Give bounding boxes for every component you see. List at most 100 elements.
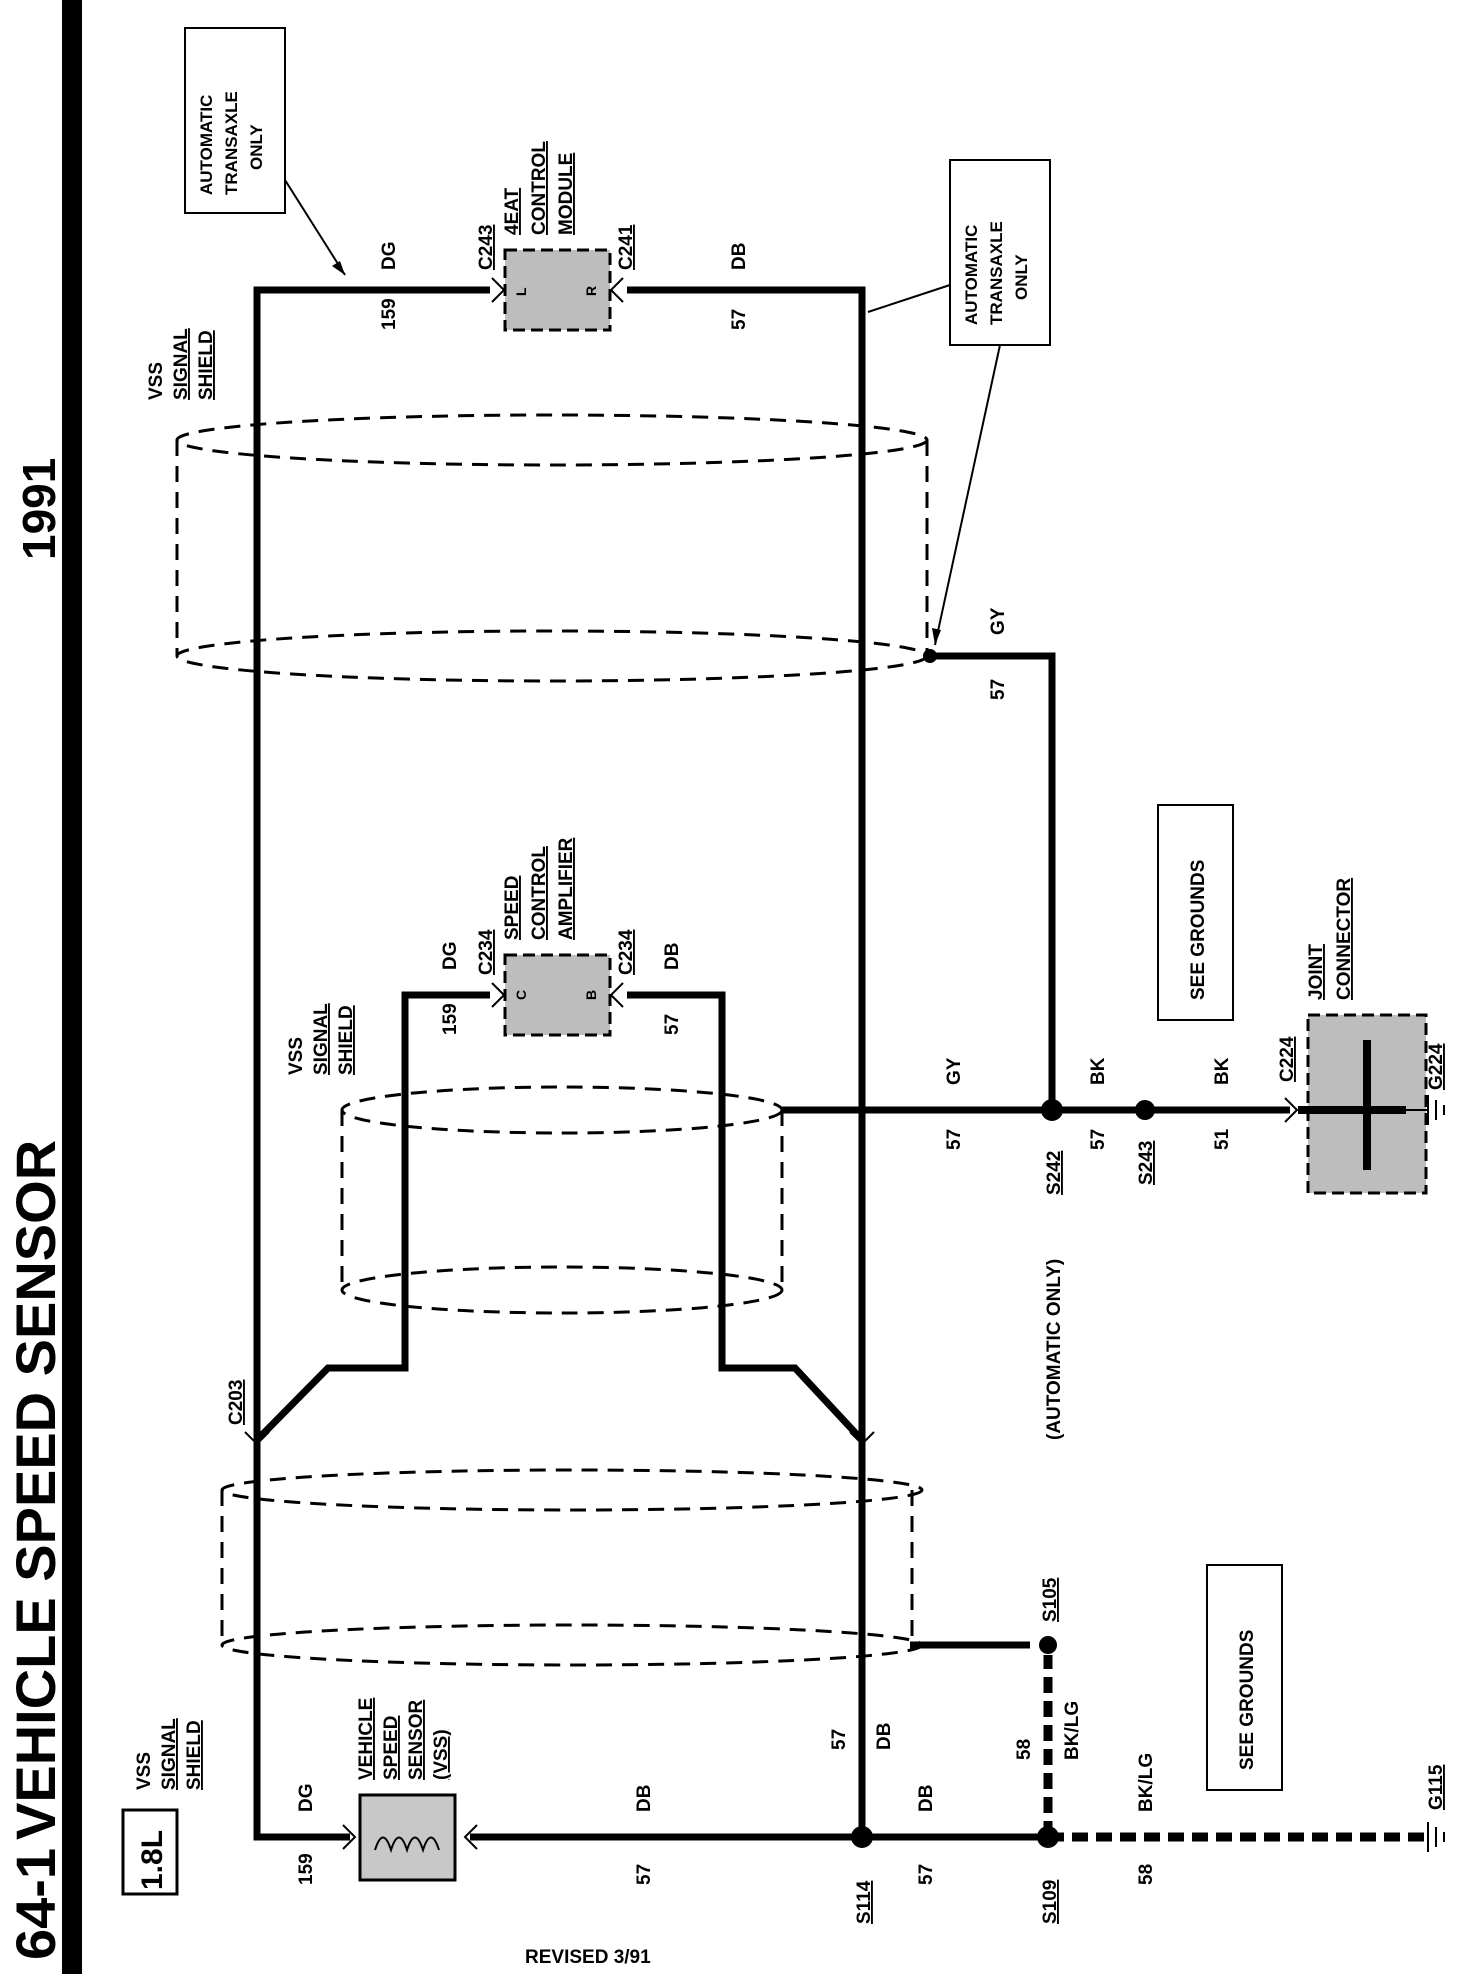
s243-splice-dot [1135, 1100, 1155, 1120]
wire-label-57-module: 57 [729, 309, 750, 330]
note-automatic-only-1: AUTOMATIC TRANSAXLE ONLY [184, 27, 346, 276]
svg-text:VSS: VSS [146, 362, 167, 400]
svg-text:(VSS): (VSS) [431, 1729, 452, 1780]
amplifier-label: SPEED CONTROL AMPLIFIER [502, 837, 577, 940]
label-c234-right: C234 [616, 929, 637, 975]
wire-label-gy-upper: GY [988, 607, 1009, 635]
svg-text:SEE GROUNDS: SEE GROUNDS [1188, 860, 1209, 1000]
shield-middle [340, 1085, 784, 1315]
wire-label-bklg-vert: BK/LG [1062, 1701, 1083, 1760]
svg-text:CONTROL: CONTROL [529, 846, 550, 940]
page-number: 64-1 [4, 1848, 67, 1960]
shield-upper [175, 413, 929, 683]
wire-159-amplifier [254, 991, 490, 1443]
wire-label-57-gy-upper: 57 [988, 679, 1009, 700]
svg-text:VEHICLE: VEHICLE [356, 1698, 377, 1780]
wire-label-bk-2: BK [1212, 1057, 1233, 1085]
wire-label-57-vss: 57 [634, 1864, 655, 1885]
label-g224: G224 [1426, 1043, 1447, 1090]
wire-label-dg-module: DG [379, 242, 400, 271]
wire-label-bk-1: BK [1088, 1057, 1109, 1085]
wire-label-dg-vss: DG [296, 1784, 317, 1813]
c203-connector-symbol [244, 1431, 875, 1446]
vss-coil-icon [374, 1836, 440, 1854]
s105-splice-dot [1039, 1636, 1057, 1654]
wire-label-db-module: DB [729, 243, 750, 270]
svg-text:MODULE: MODULE [556, 153, 577, 235]
svg-text:AMPLIFIER: AMPLIFIER [556, 837, 577, 940]
svg-text:AUTOMATIC: AUTOMATIC [197, 95, 216, 195]
svg-text:VSS: VSS [134, 1752, 155, 1790]
svg-text:CONTROL: CONTROL [529, 141, 550, 235]
wire-label-db-s109: DB [916, 1785, 937, 1812]
note-see-grounds-2: SEE GROUNDS [1206, 1564, 1283, 1791]
wire-label-57-gy-mid: 57 [944, 1129, 965, 1150]
label-s105: S105 [1040, 1577, 1061, 1622]
engine-box [121, 1808, 179, 1896]
amplifier-pin-c: C [513, 990, 529, 1000]
wire-label-58-ground: 58 [1136, 1864, 1157, 1885]
label-c224: C224 [1277, 1036, 1298, 1082]
wire-label-db-amp: DB [662, 943, 683, 970]
wire-label-159-amp: 159 [440, 1003, 461, 1035]
svg-text:ONLY: ONLY [247, 124, 266, 170]
wire-57-amplifier [627, 991, 865, 1443]
wire-label-db-vss: DB [634, 1785, 655, 1812]
label-c243: C243 [476, 225, 497, 270]
label-s242: S242 [1044, 1151, 1065, 1195]
joint-connector-bar [1298, 1040, 1406, 1170]
svg-text:SIGNAL: SIGNAL [159, 1718, 180, 1790]
module-label: 4EAT CONTROL MODULE [502, 141, 577, 235]
shield-label-1: VSS SIGNAL SHIELD [134, 1718, 205, 1790]
svg-text:SENSOR: SENSOR [406, 1699, 427, 1780]
wire-label-dg-amp: DG [440, 942, 461, 971]
note-automatic-only-s242: (AUTOMATIC ONLY) [1044, 1259, 1065, 1440]
wire-label-51: 51 [1212, 1128, 1233, 1150]
label-c234-left: C234 [476, 929, 497, 975]
wire-label-bklg-ground: BK/LG [1136, 1753, 1157, 1812]
engine-label: 1.8L [136, 1830, 169, 1890]
year-label: 1991 [13, 458, 65, 560]
joint-connector-label: JOINT CONNECTOR [1306, 878, 1355, 1000]
svg-text:SHIELD: SHIELD [184, 1720, 205, 1790]
svg-text:SHIELD: SHIELD [196, 330, 217, 400]
svg-text:SPEED: SPEED [502, 876, 523, 940]
shield-lower [220, 1468, 924, 1667]
svg-text:SPEED: SPEED [381, 1716, 402, 1780]
svg-text:SIGNAL: SIGNAL [311, 1003, 332, 1075]
svg-text:JOINT: JOINT [1306, 944, 1327, 1000]
vss-component [358, 1793, 457, 1882]
wire-label-159-vss: 159 [296, 1853, 317, 1885]
label-c241: C241 [616, 224, 637, 270]
wire-label-gy-mid: GY [944, 1057, 965, 1085]
page-title: VEHICLE SPEED SENSOR [4, 1140, 67, 1840]
wire-label-db-main: DB [874, 1723, 895, 1750]
s242-splice-dot [1041, 1099, 1063, 1121]
s109-splice-dot [1037, 1826, 1059, 1848]
svg-text:TRANSAXLE: TRANSAXLE [987, 221, 1006, 325]
g224-ground-icon [1406, 1095, 1445, 1125]
revised-note: REVISED 3/91 [525, 1947, 651, 1968]
shield-upper-drain-dot [923, 649, 937, 663]
module-pin-r: R [583, 286, 599, 296]
wire-label-57-bk: 57 [1088, 1129, 1109, 1150]
svg-text:VSS: VSS [286, 1037, 307, 1075]
wire-label-58-vert: 58 [1014, 1739, 1035, 1760]
svg-text:TRANSAXLE: TRANSAXLE [222, 91, 241, 195]
svg-text:4EAT: 4EAT [502, 187, 523, 235]
svg-text:SHIELD: SHIELD [336, 1005, 357, 1075]
wire-label-57-s109: 57 [916, 1864, 937, 1885]
note-automatic-only-2: AUTOMATIC TRANSAXLE ONLY [867, 159, 1051, 646]
c224-connector-symbol [1284, 1097, 1299, 1123]
label-c203: C203 [226, 1380, 247, 1425]
page-edge-bar [62, 0, 82, 1974]
label-g115: G115 [1426, 1764, 1447, 1810]
wire-label-159-module: 159 [379, 298, 400, 330]
note-see-grounds-1: SEE GROUNDS [1157, 804, 1234, 1021]
c243-connector-symbol [491, 277, 624, 303]
svg-text:CONNECTOR: CONNECTOR [1334, 878, 1355, 1000]
c234-connector-symbol [491, 982, 624, 1008]
wire-57-gy-upper [932, 652, 1056, 1110]
svg-text:ONLY: ONLY [1012, 254, 1031, 300]
svg-text:AUTOMATIC: AUTOMATIC [962, 225, 981, 325]
